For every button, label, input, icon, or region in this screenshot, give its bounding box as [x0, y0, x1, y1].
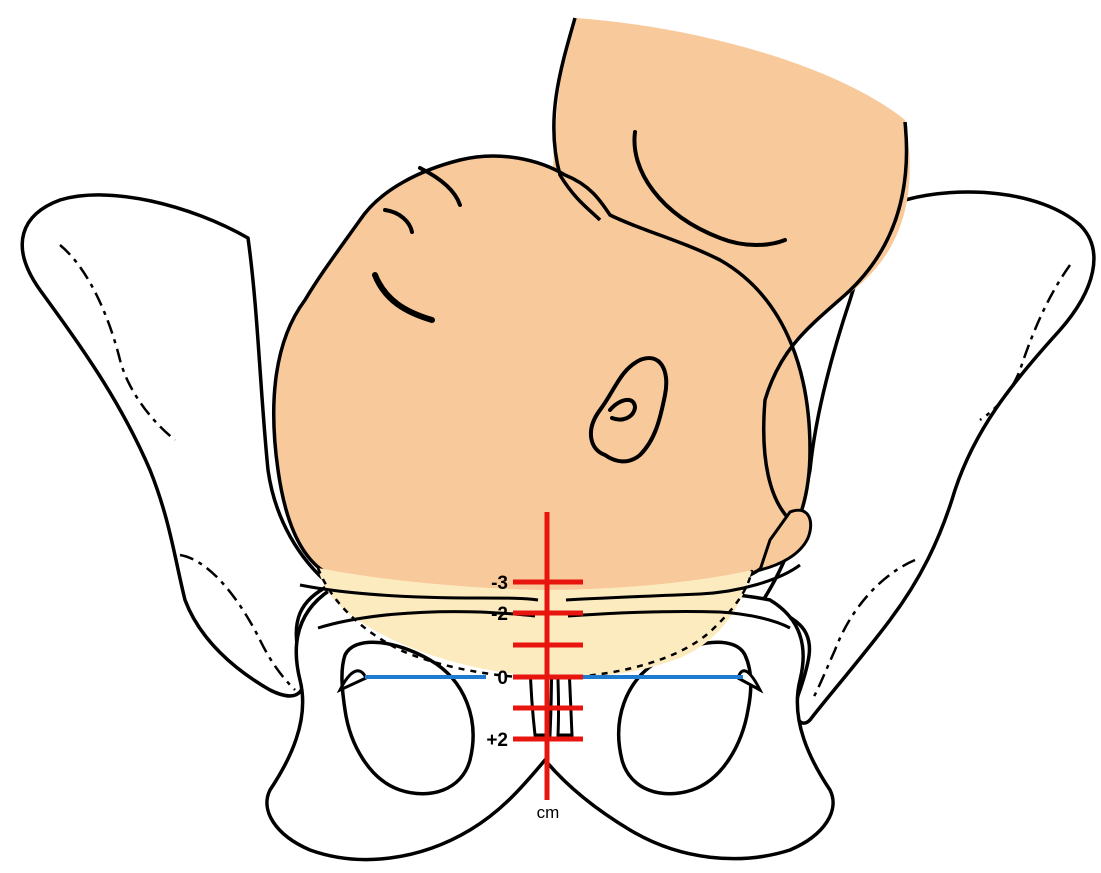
station-label-minus-2: -2	[491, 604, 508, 625]
station-label-plus-2: +2	[486, 730, 508, 751]
scale-unit-label: cm	[537, 803, 560, 822]
station-label-0: 0	[497, 668, 508, 689]
station-label-minus-3: -3	[491, 573, 508, 594]
